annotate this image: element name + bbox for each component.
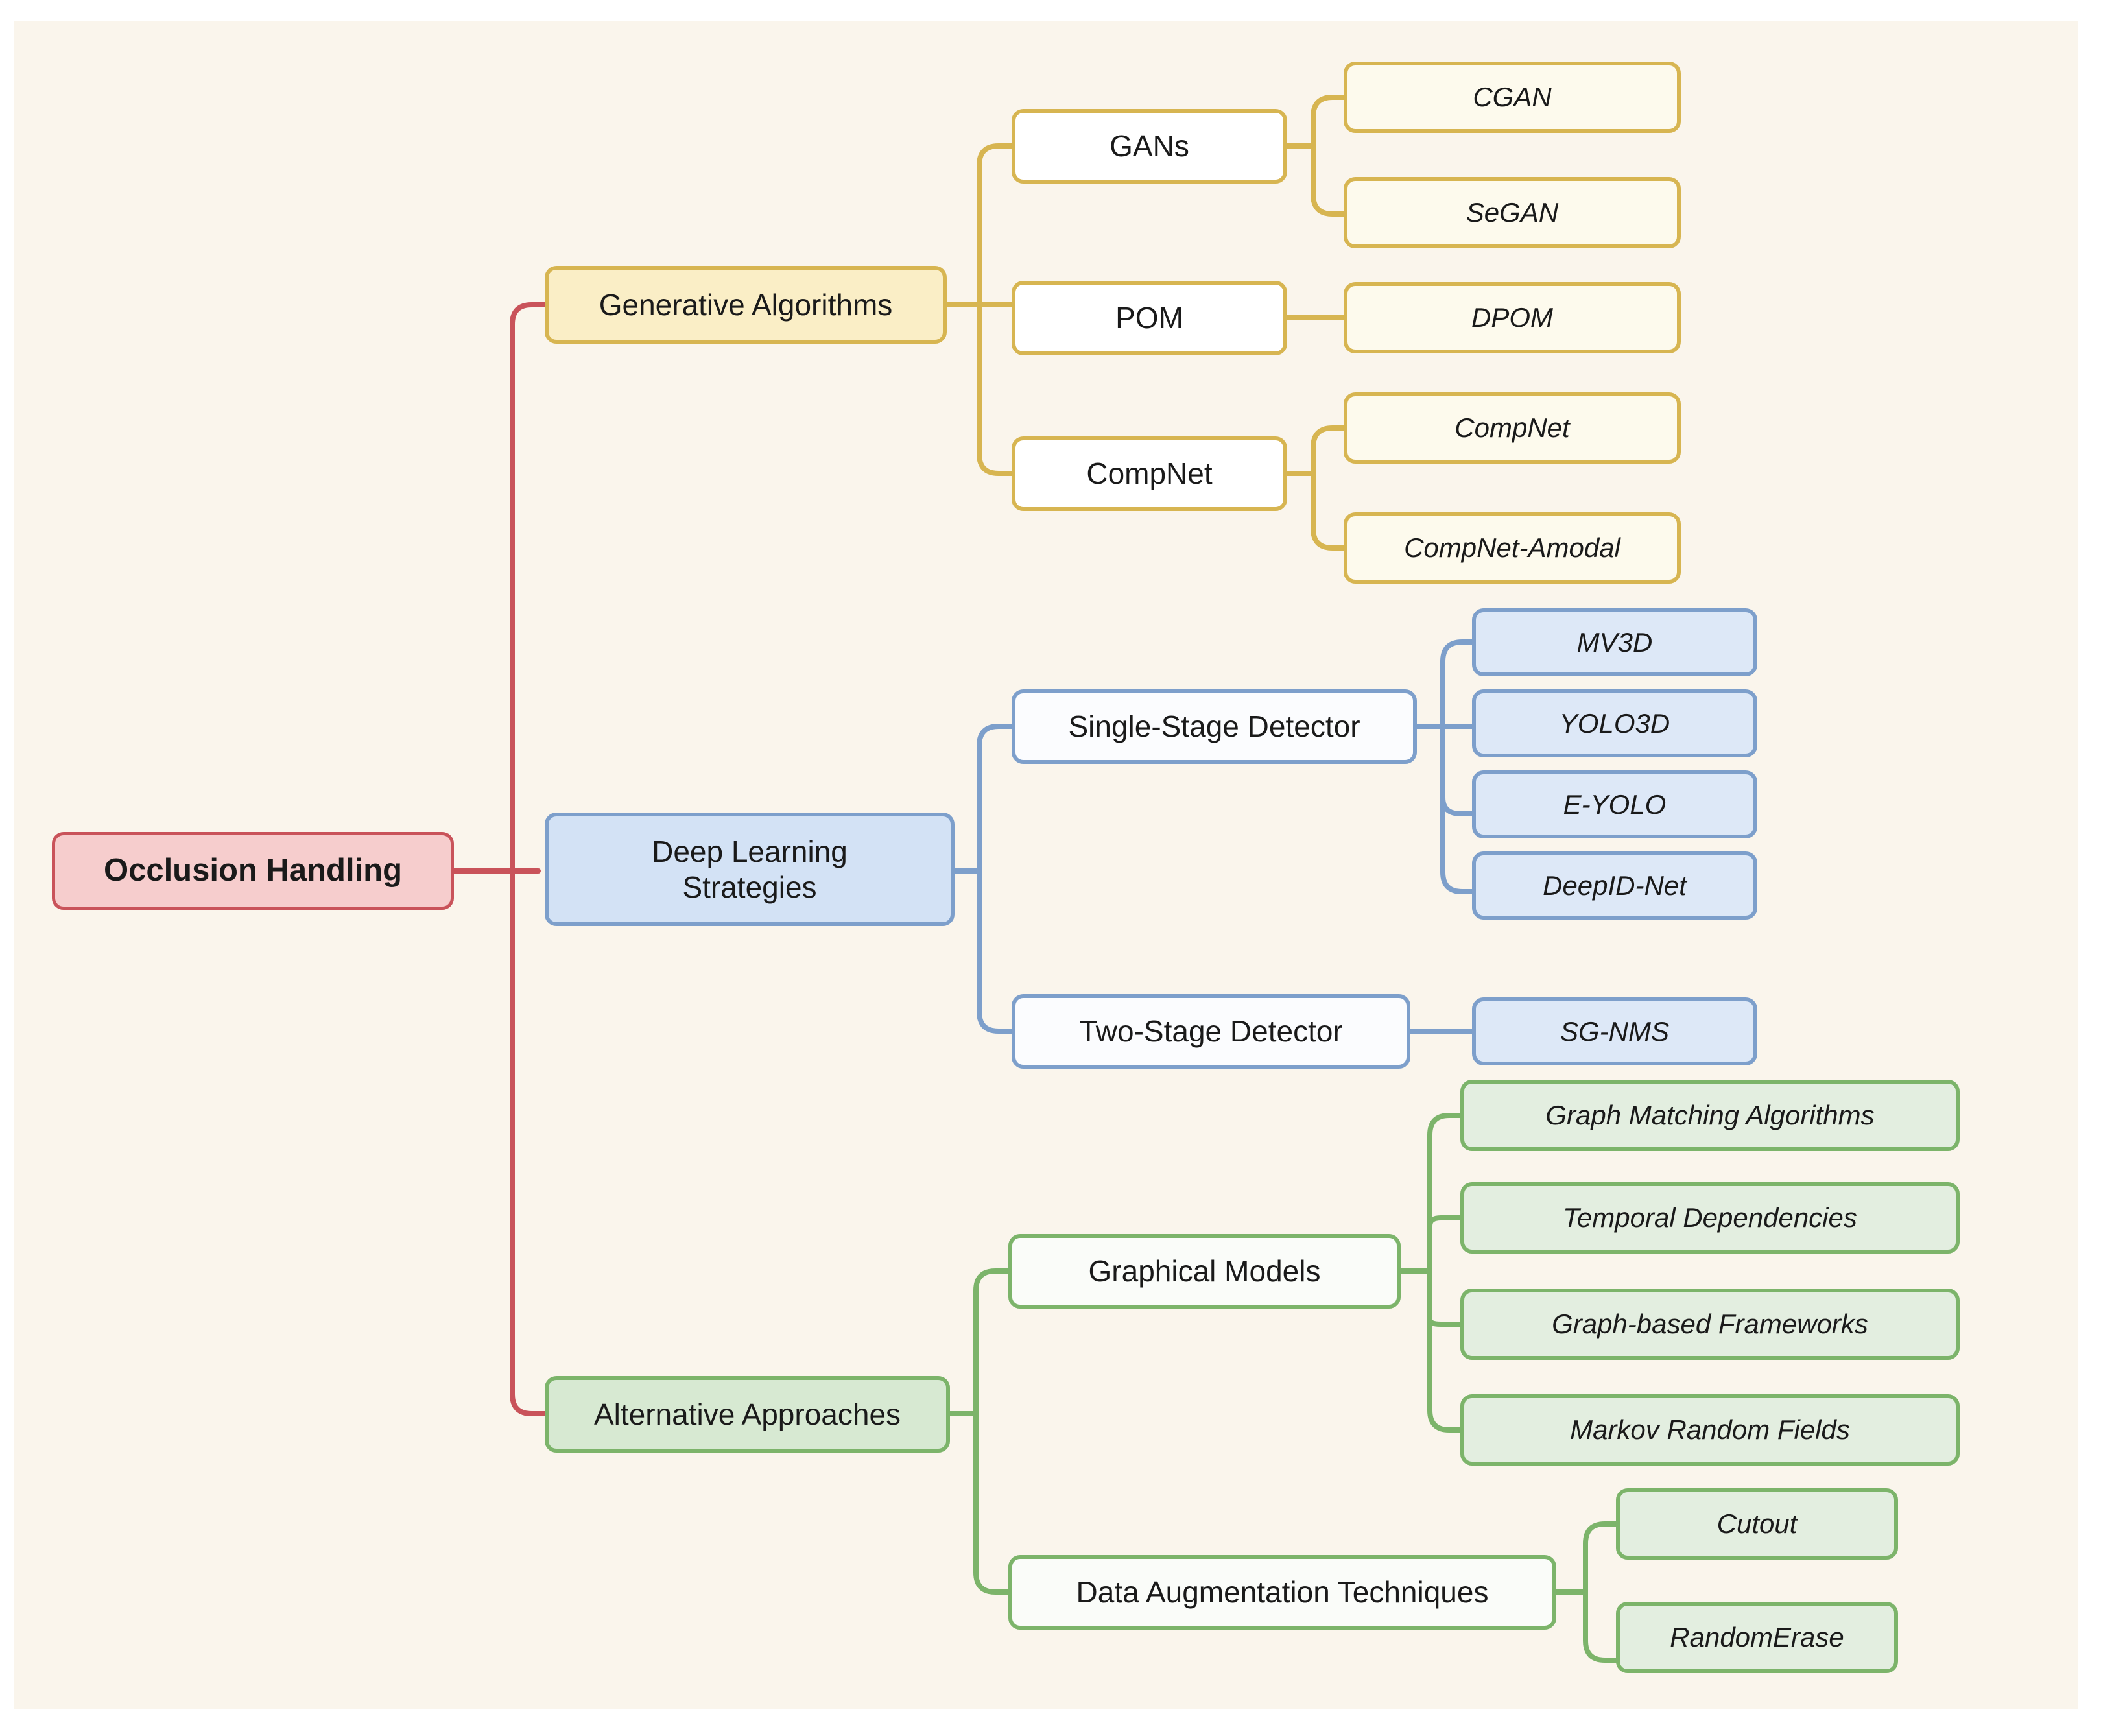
node-label: CompNet bbox=[1454, 412, 1570, 444]
node-label: Temporal Dependencies bbox=[1563, 1202, 1857, 1233]
node-label: DPOM bbox=[1471, 302, 1553, 333]
node-label: Cutout bbox=[1716, 1508, 1798, 1540]
node-single-stage-detector[interactable]: Single-Stage Detector bbox=[1012, 689, 1417, 764]
node-temporal-dependencies[interactable]: Temporal Dependencies bbox=[1460, 1182, 1960, 1254]
node-label: Two-Stage Detector bbox=[1079, 1014, 1343, 1049]
node-dpom[interactable]: DPOM bbox=[1344, 282, 1681, 353]
node-yolo3d[interactable]: YOLO3D bbox=[1472, 689, 1757, 757]
node-compnet-leaf[interactable]: CompNet bbox=[1344, 392, 1681, 464]
node-label: YOLO3D bbox=[1559, 707, 1670, 739]
node-root-occlusion-handling[interactable]: Occlusion Handling bbox=[52, 832, 454, 910]
node-label: Graph Matching Algorithms bbox=[1545, 1100, 1875, 1131]
node-label: MV3D bbox=[1576, 626, 1653, 658]
node-label: SeGAN bbox=[1466, 197, 1559, 228]
node-segan[interactable]: SeGAN bbox=[1344, 177, 1681, 248]
node-label: Occlusion Handling bbox=[103, 853, 403, 888]
node-label: GANs bbox=[1110, 129, 1189, 163]
node-label: Graph-based Frameworks bbox=[1552, 1309, 1868, 1340]
node-label: CompNet bbox=[1086, 457, 1213, 491]
node-mv3d[interactable]: MV3D bbox=[1472, 608, 1757, 676]
node-cgan[interactable]: CGAN bbox=[1344, 62, 1681, 133]
node-label: RandomErase bbox=[1670, 1622, 1844, 1653]
node-label-line2: Strategies bbox=[682, 870, 817, 904]
node-label: E-YOLO bbox=[1563, 789, 1667, 820]
node-compnet-amodal[interactable]: CompNet-Amodal bbox=[1344, 512, 1681, 584]
node-pom[interactable]: POM bbox=[1012, 281, 1287, 355]
node-cutout[interactable]: Cutout bbox=[1616, 1488, 1898, 1560]
node-label: Data Augmentation Techniques bbox=[1076, 1575, 1489, 1610]
node-label: Alternative Approaches bbox=[593, 1397, 901, 1431]
node-deep-learning-strategies[interactable]: Deep Learning Strategies bbox=[545, 813, 955, 926]
node-gans[interactable]: GANs bbox=[1012, 109, 1287, 184]
node-label: POM bbox=[1115, 301, 1183, 335]
node-two-stage-detector[interactable]: Two-Stage Detector bbox=[1012, 994, 1410, 1069]
node-graph-based-frameworks[interactable]: Graph-based Frameworks bbox=[1460, 1289, 1960, 1360]
node-markov-random-fields[interactable]: Markov Random Fields bbox=[1460, 1394, 1960, 1466]
node-label: Markov Random Fields bbox=[1570, 1414, 1850, 1445]
node-label: Graphical Models bbox=[1088, 1254, 1321, 1289]
node-label: Generative Algorithms bbox=[599, 287, 893, 322]
node-label-line1: Deep Learning bbox=[652, 835, 848, 869]
node-data-augmentation-techniques[interactable]: Data Augmentation Techniques bbox=[1008, 1555, 1556, 1630]
node-alternative-approaches[interactable]: Alternative Approaches bbox=[545, 1376, 950, 1453]
node-e-yolo[interactable]: E-YOLO bbox=[1472, 770, 1757, 838]
node-graph-matching-algorithms[interactable]: Graph Matching Algorithms bbox=[1460, 1080, 1960, 1151]
node-compnet[interactable]: CompNet bbox=[1012, 436, 1287, 511]
node-label: CGAN bbox=[1473, 82, 1552, 113]
node-label: CompNet-Amodal bbox=[1404, 532, 1620, 564]
node-generative-algorithms[interactable]: Generative Algorithms bbox=[545, 266, 947, 344]
node-label: SG-NMS bbox=[1560, 1016, 1669, 1047]
node-label: Single-Stage Detector bbox=[1068, 709, 1360, 744]
node-label: DeepID-Net bbox=[1543, 870, 1687, 901]
node-sg-nms[interactable]: SG-NMS bbox=[1472, 997, 1757, 1065]
node-randomerase[interactable]: RandomErase bbox=[1616, 1602, 1898, 1673]
node-deepid-net[interactable]: DeepID-Net bbox=[1472, 851, 1757, 920]
node-graphical-models[interactable]: Graphical Models bbox=[1008, 1234, 1401, 1309]
